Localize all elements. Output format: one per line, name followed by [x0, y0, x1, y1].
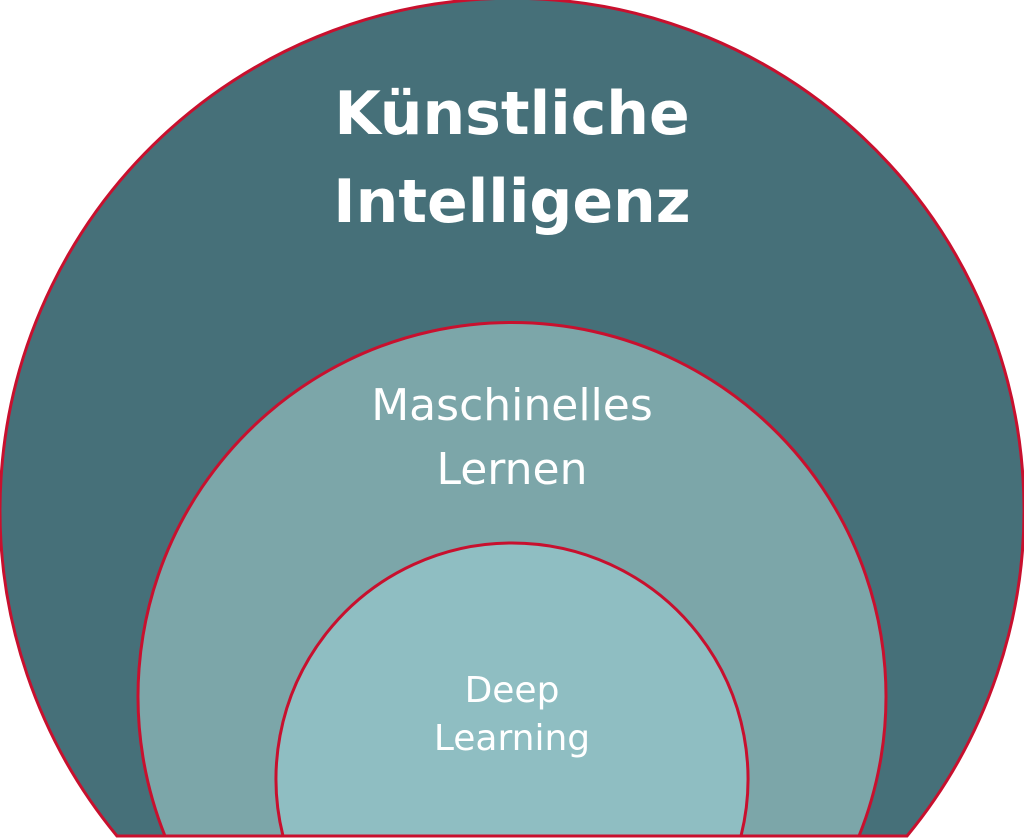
label-outer-line1: Künstliche — [334, 79, 689, 149]
label-outer-line2: Intelligenz — [333, 167, 690, 237]
label-inner-line1: Deep — [465, 670, 560, 711]
label-middle-line2: Lernen — [437, 444, 588, 495]
inner-region-dl — [274, 541, 750, 838]
label-inner-line2: Learning — [434, 718, 590, 759]
label-middle-line1: Maschinelles — [371, 380, 653, 431]
